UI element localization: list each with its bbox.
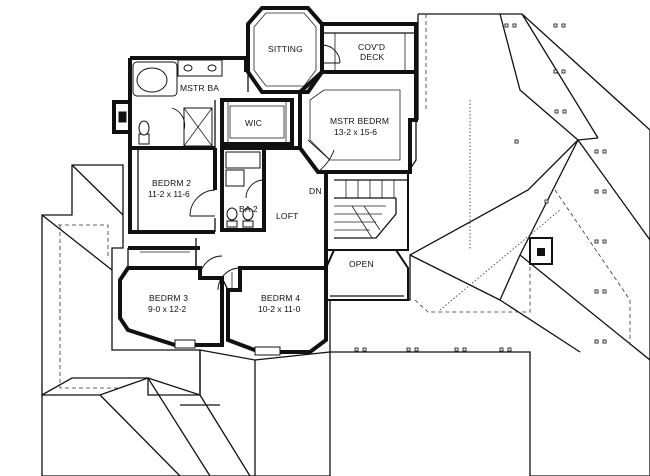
bedroom-4: [217, 266, 328, 356]
sitting-label: SITTING: [268, 44, 303, 54]
mstr-bedrm-label: MSTR BEDRM: [330, 116, 389, 126]
bedroom-3: [118, 246, 224, 349]
ba-2-label: BA 2: [239, 204, 258, 214]
master-bath: [112, 56, 248, 150]
bedrm-4-size: 10-2 x 11-0: [258, 304, 301, 314]
stair: [325, 120, 417, 251]
wic-label: WIC: [245, 118, 262, 128]
bedrm-2-size: 11-2 x 11-6: [148, 189, 190, 199]
covd-deck-label-line1: COV'D: [358, 42, 385, 52]
roof-lines: [41, 13, 650, 476]
bedrm-4-label: BEDRM 4: [261, 293, 300, 303]
roof-vent: [529, 237, 553, 265]
open-to-below: [325, 249, 409, 301]
room-labels: SITTING COV'D DECK MSTR BA WIC MSTR BEDR…: [148, 42, 389, 314]
eave-lines: [58, 14, 631, 389]
loft-label: LOFT: [276, 211, 299, 221]
bedrm-3-size: 9-0 x 12-2: [148, 304, 187, 314]
dn-label: DN: [309, 186, 322, 196]
mstr-bedrm-size: 13-2 x 15-6: [334, 127, 377, 137]
bathroom-2: [220, 146, 266, 232]
bedrm-2-label: BEDRM 2: [152, 178, 191, 188]
roof-vent-markers: [354, 23, 607, 352]
open-label: OPEN: [349, 259, 374, 269]
mstr-ba-label: MSTR BA: [180, 83, 219, 93]
walk-in-closet: [220, 98, 294, 146]
covd-deck-label-line2: DECK: [360, 52, 385, 62]
bedrm-3-label: BEDRM 3: [149, 293, 188, 303]
bedroom-2: [128, 148, 217, 234]
